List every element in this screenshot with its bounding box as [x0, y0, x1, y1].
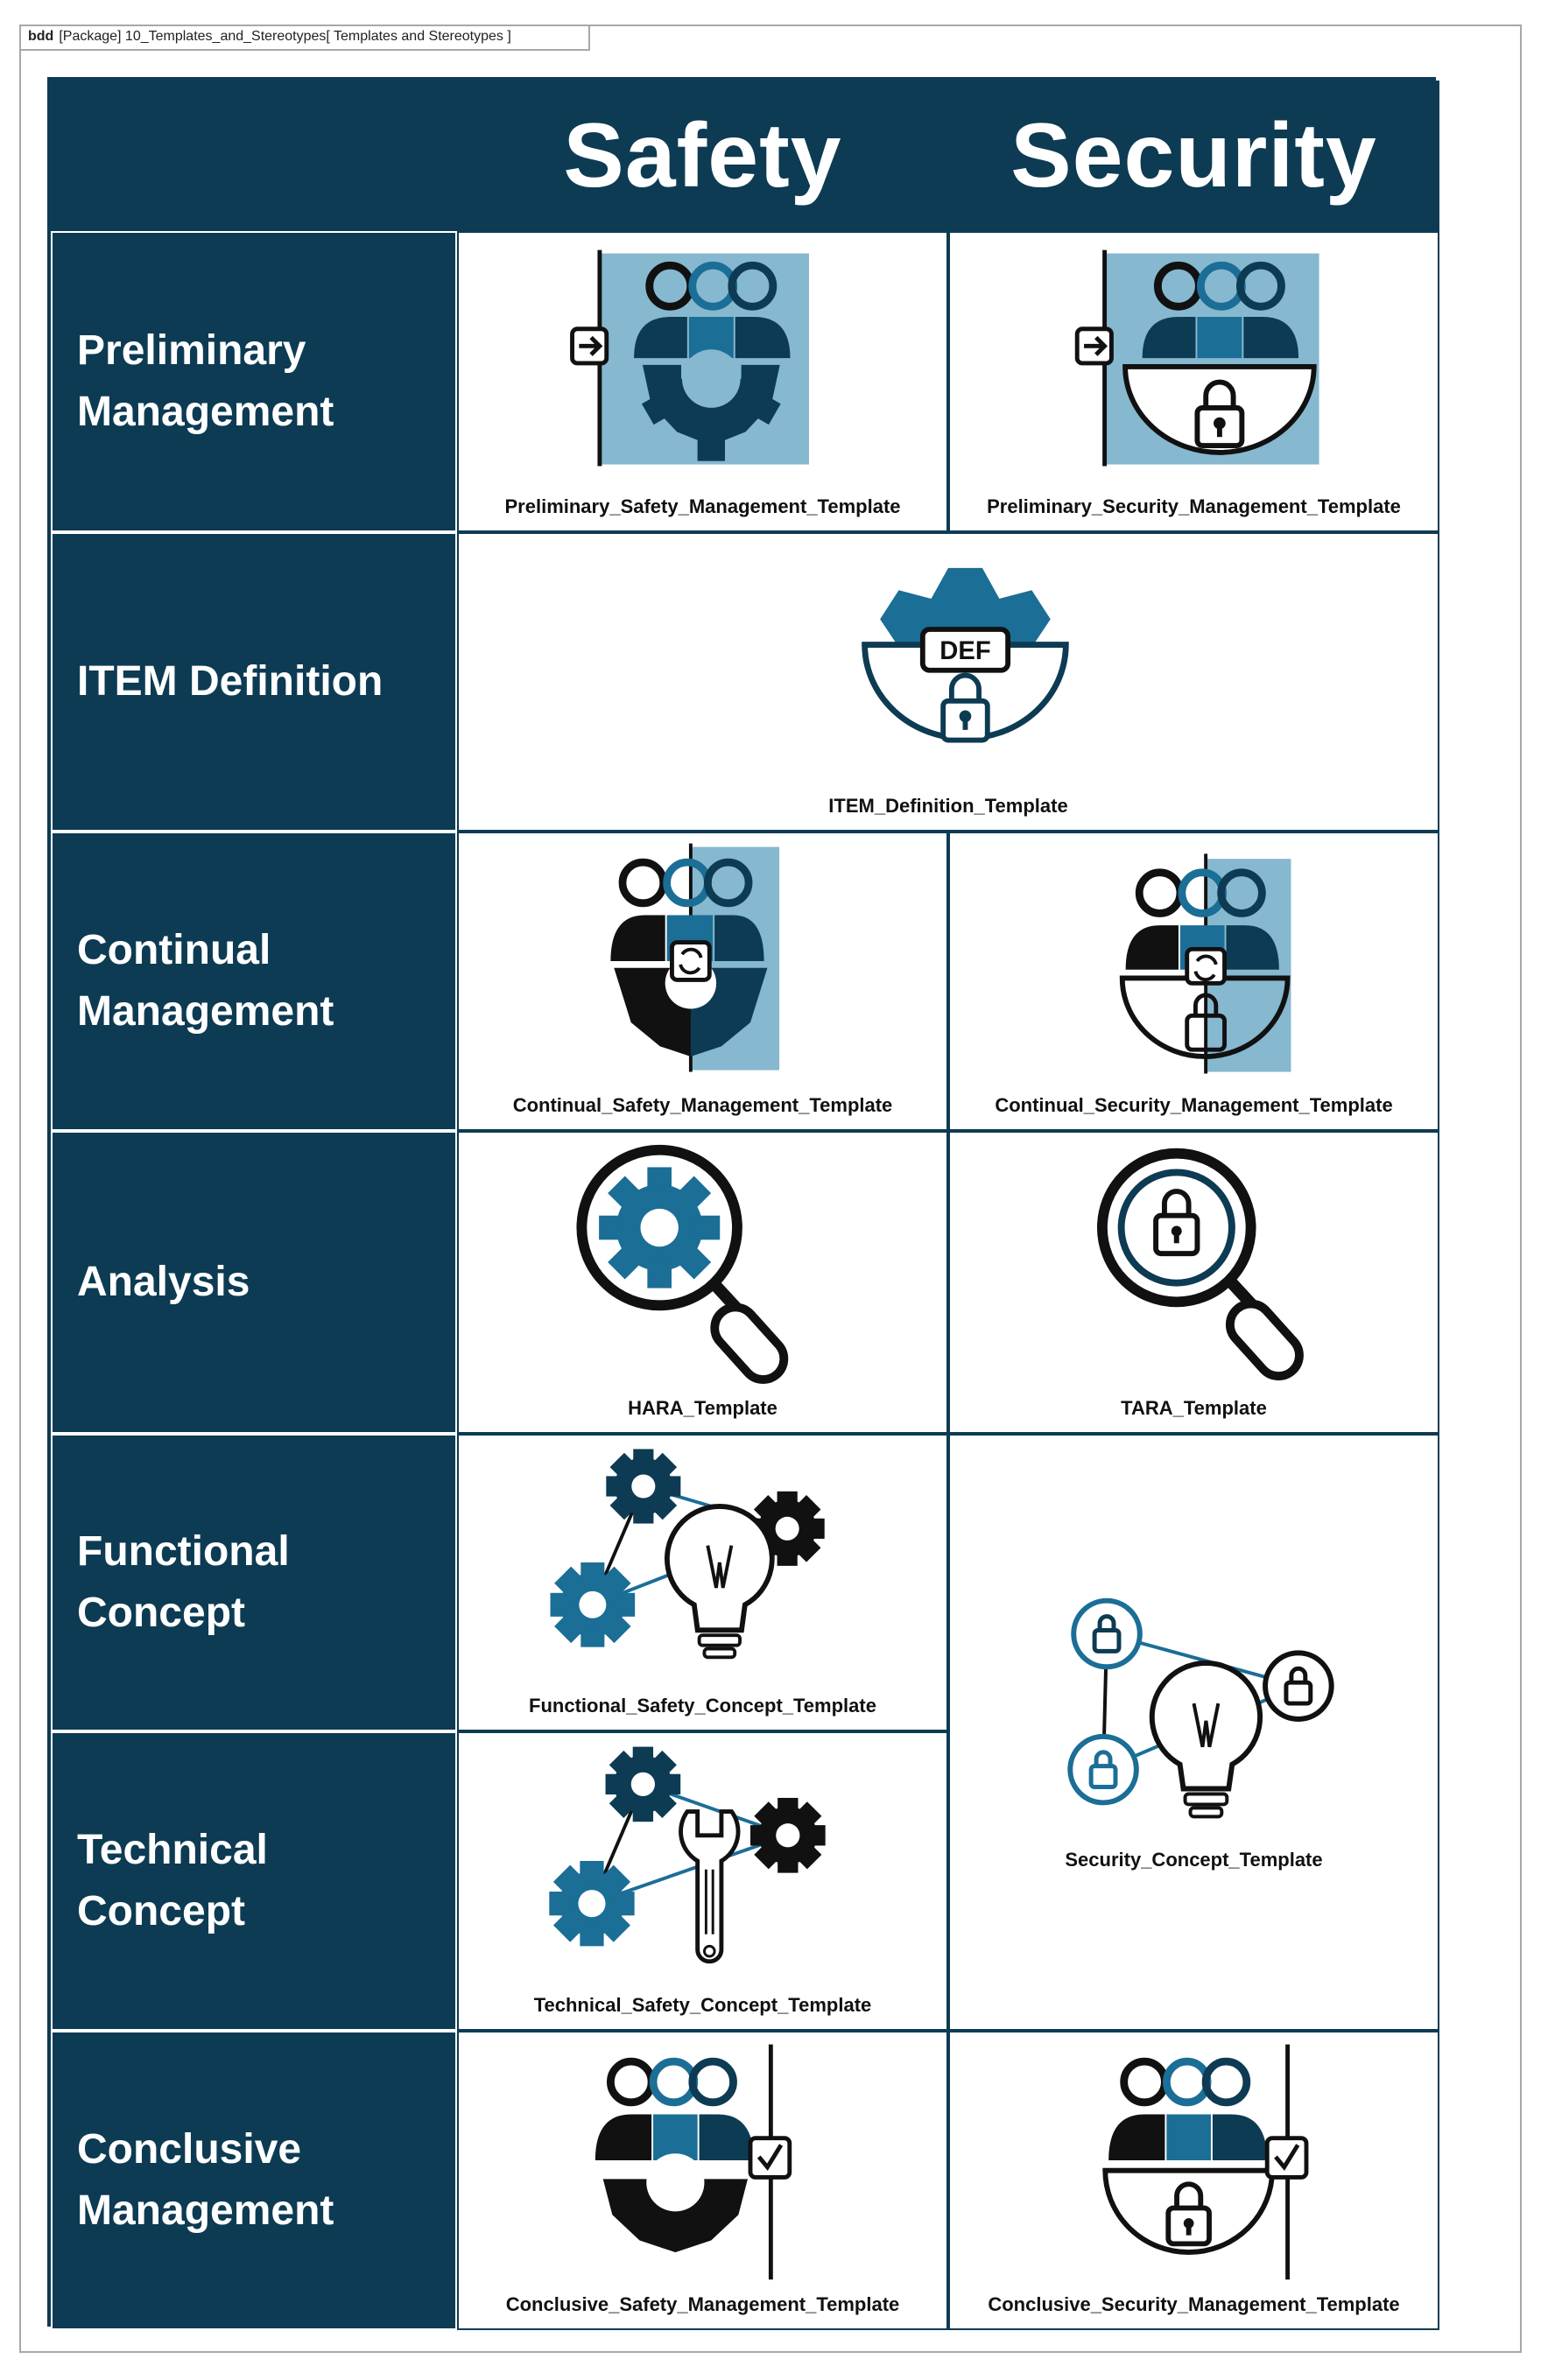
- template-item-definition[interactable]: DEF ITEM_Definition_Template: [457, 532, 1439, 832]
- preliminary-security-icon: [1074, 249, 1319, 467]
- continual-security-icon: [1119, 853, 1291, 1074]
- preliminary-safety-icon: [570, 249, 810, 467]
- template-tara[interactable]: TARA_Template: [948, 1131, 1439, 1434]
- template-label: Preliminary_Security_Management_Template: [987, 495, 1401, 517]
- row-header-technical-concept: Technical Concept: [51, 1731, 457, 2031]
- template-conclusive-security[interactable]: Conclusive_Security_Management_Template: [948, 2031, 1439, 2330]
- row-header-analysis: Analysis: [51, 1131, 457, 1434]
- row-header-conclusive: Conclusive Management: [51, 2031, 457, 2330]
- diagram-frame: [19, 25, 1522, 2353]
- header-corner: [51, 81, 457, 231]
- frame-label: [Package] 10_Templates_and_Stereotypes[ …: [59, 29, 511, 44]
- template-label: TARA_Template: [1121, 1397, 1267, 1419]
- template-label: Security_Concept_Template: [1065, 1849, 1323, 1871]
- template-label: Functional_Safety_Concept_Template: [529, 1695, 876, 1717]
- column-title-safety: Safety: [563, 104, 842, 207]
- template-label: Technical_Safety_Concept_Template: [533, 1994, 872, 2016]
- technical-concept-icon: [549, 1746, 826, 1964]
- template-continual-safety[interactable]: Continual_Safety_Management_Template: [457, 832, 948, 1131]
- template-label: Preliminary_Safety_Management_Template: [504, 495, 901, 517]
- row-header-continual: Continual Management: [51, 832, 457, 1131]
- template-hara[interactable]: HARA_Template: [457, 1131, 948, 1434]
- template-label: ITEM_Definition_Template: [828, 795, 1068, 817]
- frame-tab: bdd [Package] 10_Templates_and_Stereotype…: [19, 25, 590, 51]
- template-continual-security[interactable]: Continual_Security_Management_Template: [948, 832, 1439, 1131]
- template-label: HARA_Template: [628, 1397, 778, 1419]
- template-label: Continual_Safety_Management_Template: [512, 1094, 893, 1116]
- header-security: Security: [948, 81, 1439, 231]
- hara-magnifier-gear-icon: [576, 1144, 789, 1384]
- conclusive-safety-icon: [595, 2044, 792, 2280]
- template-security-concept[interactable]: Security_Concept_Template: [948, 1434, 1439, 2031]
- conclusive-security-icon: [1102, 2044, 1309, 2280]
- item-definition-icon: DEF: [862, 567, 1069, 743]
- row-header-preliminary: Preliminary Management: [51, 231, 457, 532]
- continual-safety-icon: [610, 843, 780, 1072]
- tara-magnifier-lock-icon: [1096, 1148, 1304, 1381]
- template-preliminary-security[interactable]: Preliminary_Security_Management_Template: [948, 231, 1439, 532]
- functional-concept-icon: [550, 1449, 825, 1660]
- row-header-item-definition: ITEM Definition: [51, 532, 457, 832]
- row-header-functional-concept: Functional Concept: [51, 1434, 457, 1731]
- template-technical-safety-concept[interactable]: Technical_Safety_Concept_Template: [457, 1731, 948, 2031]
- template-preliminary-safety[interactable]: Preliminary_Safety_Management_Template: [457, 231, 948, 532]
- frame-type: bdd: [28, 29, 54, 44]
- template-conclusive-safety[interactable]: Conclusive_Safety_Management_Template: [457, 2031, 948, 2330]
- header-safety: Safety: [457, 81, 948, 231]
- template-label: Continual_Security_Management_Template: [995, 1094, 1393, 1116]
- security-concept-icon: [1067, 1597, 1334, 1819]
- column-title-security: Security: [1010, 104, 1377, 207]
- templates-table: Safety Security Preliminary Management I…: [47, 77, 1439, 2330]
- template-label: Conclusive_Security_Management_Template: [988, 2293, 1400, 2315]
- template-functional-safety-concept[interactable]: Functional_Safety_Concept_Template: [457, 1434, 948, 1731]
- template-label: Conclusive_Safety_Management_Template: [505, 2293, 900, 2315]
- def-badge: DEF: [939, 637, 990, 665]
